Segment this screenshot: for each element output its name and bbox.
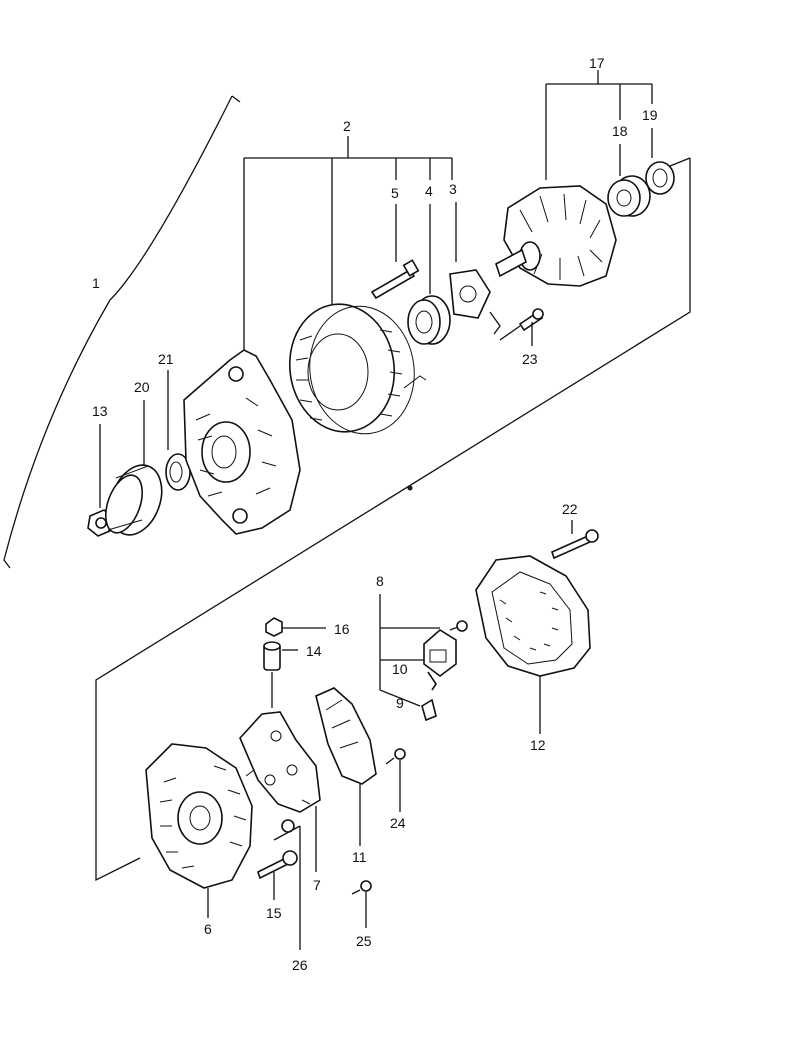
small-screw-part: [449, 620, 468, 632]
label-4: 4: [425, 183, 433, 199]
plate-screw-part: [518, 308, 544, 332]
label-12: 12: [530, 737, 546, 753]
label-6: 6: [204, 921, 212, 937]
label-22: 22: [562, 501, 578, 517]
label-11: 11: [352, 849, 367, 865]
cover-bolt-part: [551, 529, 599, 560]
rear-cover-part: [475, 555, 591, 677]
upper-frame-top: [669, 157, 691, 167]
junction-dot: [407, 485, 413, 491]
label-23: 23: [522, 351, 538, 367]
label-14: 14: [306, 643, 322, 659]
bracket-8: [379, 594, 440, 707]
label-26: 26: [292, 957, 308, 973]
retainer-plate-part: [449, 269, 491, 319]
insulator-part: [263, 641, 281, 671]
label-8: 8: [376, 573, 384, 589]
through-bolt-part: [370, 259, 420, 300]
upper-frame-line: [95, 158, 691, 882]
bracket-2: [243, 136, 453, 350]
label-9: 9: [396, 695, 404, 711]
label-20: 20: [134, 379, 150, 395]
label-21: 21: [158, 351, 174, 367]
rear-housing-part: [145, 743, 253, 889]
label-24: 24: [390, 815, 406, 831]
bearing-cover-part: [645, 161, 675, 195]
label-13: 13: [92, 403, 108, 419]
rotor-part: [495, 185, 617, 287]
terminal-nut-part: [265, 617, 283, 637]
bearing-part: [407, 295, 451, 345]
assembly-bracket-line: [3, 95, 241, 569]
label-5: 5: [391, 185, 399, 201]
rectifier-part: [239, 672, 321, 813]
housing-bolt-part: [257, 850, 298, 880]
holder-screw-part: [385, 748, 406, 765]
pulley-part: [104, 464, 163, 536]
brush-part: [421, 671, 437, 722]
stator-part: [288, 303, 427, 435]
label-19: 19: [642, 107, 658, 123]
label-15: 15: [266, 905, 282, 921]
label-18: 18: [612, 123, 628, 139]
brush-holder-part: [315, 687, 377, 785]
label-1: 1: [92, 275, 100, 291]
regulator-part: [423, 629, 457, 677]
rotor-bearing-part: [607, 175, 651, 217]
label-10: 10: [392, 661, 408, 677]
label-17: 17: [589, 55, 605, 71]
label-7: 7: [313, 877, 321, 893]
bracket-17: [545, 70, 653, 180]
label-3: 3: [449, 181, 457, 197]
spacer-part: [165, 453, 191, 491]
label-2: 2: [343, 118, 351, 134]
bottom-screw-part: [351, 880, 372, 895]
label-25: 25: [356, 933, 372, 949]
label-16: 16: [334, 621, 350, 637]
front-housing-part: [183, 349, 301, 535]
